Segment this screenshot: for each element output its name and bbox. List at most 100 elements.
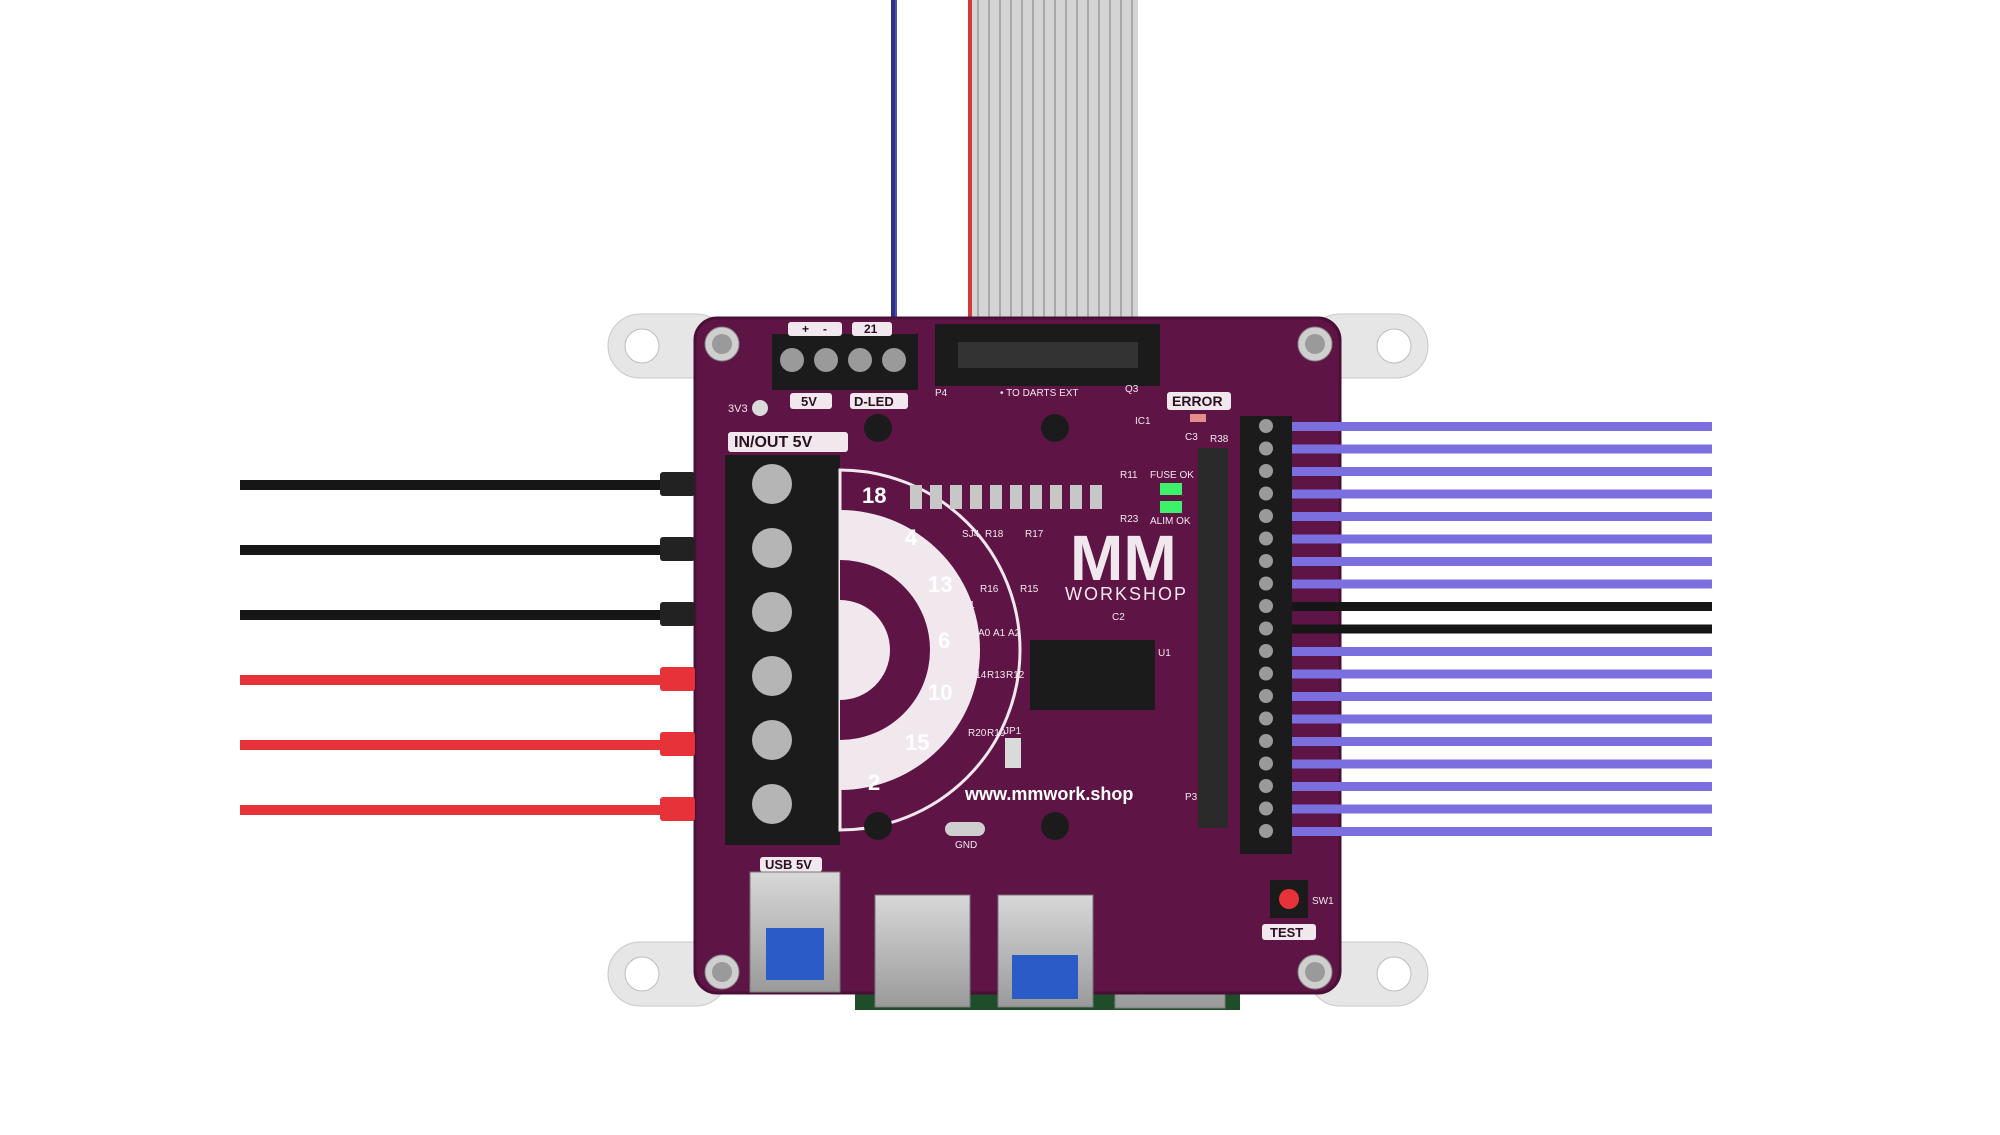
terminal-screw-7 [1259, 554, 1273, 568]
terminal-screw-15 [1259, 734, 1273, 748]
label-in-out-5v: IN/OUT 5V [734, 434, 813, 451]
pi-usb-ports [874, 894, 1094, 1008]
component-label-a1: A1 [993, 628, 1006, 639]
terminal-screw-10 [1259, 621, 1273, 636]
dart-number-4: 4 [905, 525, 918, 550]
terminal-screw-2 [1259, 441, 1273, 456]
label-jp1: JP1 [1004, 726, 1022, 737]
component-label-r19: R19 [987, 728, 1006, 739]
component-label-a2: A2 [1008, 628, 1021, 639]
ic-chip [1030, 640, 1155, 710]
component-label-r17: R17 [1025, 529, 1044, 540]
fuse-ok-led [1160, 483, 1182, 495]
signal-wire-10 [1292, 624, 1712, 634]
terminal-screw-9 [1259, 599, 1273, 613]
signal-wire-11 [1292, 647, 1712, 656]
terminal-screw-12 [1259, 666, 1273, 681]
component-label-r13: R13 [987, 670, 1006, 681]
component-label-r23: R23 [1120, 514, 1139, 525]
component-label-r15: R15 [1020, 584, 1039, 595]
signal-wire-2 [1292, 444, 1712, 454]
component-label-r11: R11 [1120, 470, 1138, 481]
dart-number-18: 18 [862, 483, 886, 508]
terminal-screw-18 [1259, 801, 1273, 816]
left-power-wires [240, 472, 695, 821]
dart-number-15: 15 [905, 730, 929, 755]
ribbon-cable [968, 0, 1138, 330]
terminal-screw-16 [1259, 756, 1273, 771]
brand-mark: MM [1070, 522, 1177, 594]
component-label-c3: C3 [1185, 432, 1198, 443]
signal-wire-4 [1292, 489, 1712, 499]
website-url: www.mmwork.shop [964, 784, 1133, 804]
component-label-r20: R20 [968, 728, 987, 739]
signal-wire [891, 0, 897, 345]
dart-number-2: 2 [868, 770, 880, 795]
gpio-header [1198, 448, 1228, 828]
terminal-screw-13 [1259, 689, 1273, 703]
label-alim-ok: ALIM OK [1150, 516, 1191, 527]
component-label-r38: R38 [1210, 434, 1229, 445]
label-darts-ext: • TO DARTS EXT [1000, 388, 1079, 399]
terminal-screw-4 [1259, 486, 1273, 501]
component-label-r16: R16 [980, 584, 999, 595]
label-d-led: D-LED [854, 394, 894, 409]
usb-5v-port [749, 871, 841, 993]
component-label-q3: Q3 [1125, 384, 1139, 395]
jumper-header [1005, 738, 1021, 768]
label-3v3: 3V3 [728, 403, 748, 415]
label-gnd: GND [955, 840, 977, 851]
signal-wire-3 [1292, 467, 1712, 476]
label-usb-5v: USB 5V [765, 857, 812, 872]
dart-number-6: 6 [938, 628, 950, 653]
label-fuse-ok: FUSE OK [1150, 470, 1194, 481]
dartboard-graphic [838, 468, 1022, 832]
terminal-screw-1 [1259, 419, 1273, 433]
label-p4: P4 [935, 388, 948, 399]
signal-wire-13 [1292, 692, 1712, 701]
terminal-screw-14 [1259, 711, 1273, 726]
label-plus: + [802, 322, 809, 336]
label-5v: 5V [801, 394, 817, 409]
label-error: ERROR [1172, 393, 1223, 409]
top-terminal-block [772, 334, 918, 390]
label-test: TEST [1270, 925, 1303, 940]
component-label-c2: C2 [1112, 612, 1125, 623]
component-label-a0: A0 [978, 628, 991, 639]
component-label-c1: C1 [962, 600, 975, 611]
smd-resistor-row [910, 485, 1102, 509]
component-label-r14: R14 [968, 670, 987, 681]
alim-ok-led [1160, 501, 1182, 513]
component-label-p3: P3 [1185, 792, 1198, 803]
terminal-screw-17 [1259, 779, 1273, 793]
terminal-screw-8 [1259, 576, 1273, 591]
right-signal-wires [1259, 419, 1712, 838]
signal-wire-18 [1292, 804, 1712, 814]
power-terminal-block [725, 455, 840, 845]
label-u1: U1 [1158, 648, 1171, 659]
gnd-pad [945, 822, 985, 836]
brand-sub: WORKSHOP [1065, 584, 1188, 604]
terminal-screw-19 [1259, 824, 1273, 838]
label-sw1: SW1 [1312, 896, 1334, 907]
component-label-r12: R12 [1006, 670, 1025, 681]
signal-wire-5 [1292, 512, 1712, 521]
signal-wire-17 [1292, 782, 1712, 791]
signal-wire-14 [1292, 714, 1712, 724]
test-button[interactable] [1270, 880, 1308, 918]
signal-wire-6 [1292, 534, 1712, 544]
brand-logo: MM WORKSHOP [1065, 522, 1188, 604]
terminal-screw-3 [1259, 464, 1273, 478]
component-label-ic1: IC1 [1135, 416, 1151, 427]
component-label-r18: R18 [985, 529, 1004, 540]
label-21: 21 [864, 322, 878, 336]
error-led [1190, 414, 1206, 422]
terminal-screw-6 [1259, 531, 1273, 546]
signal-wire-1 [1292, 422, 1712, 431]
signal-wire-8 [1292, 579, 1712, 589]
signal-wire-16 [1292, 759, 1712, 769]
component-label-sj4: SJ4 [962, 529, 980, 540]
ribbon-connector [935, 324, 1160, 386]
terminal-screw-5 [1259, 509, 1273, 523]
